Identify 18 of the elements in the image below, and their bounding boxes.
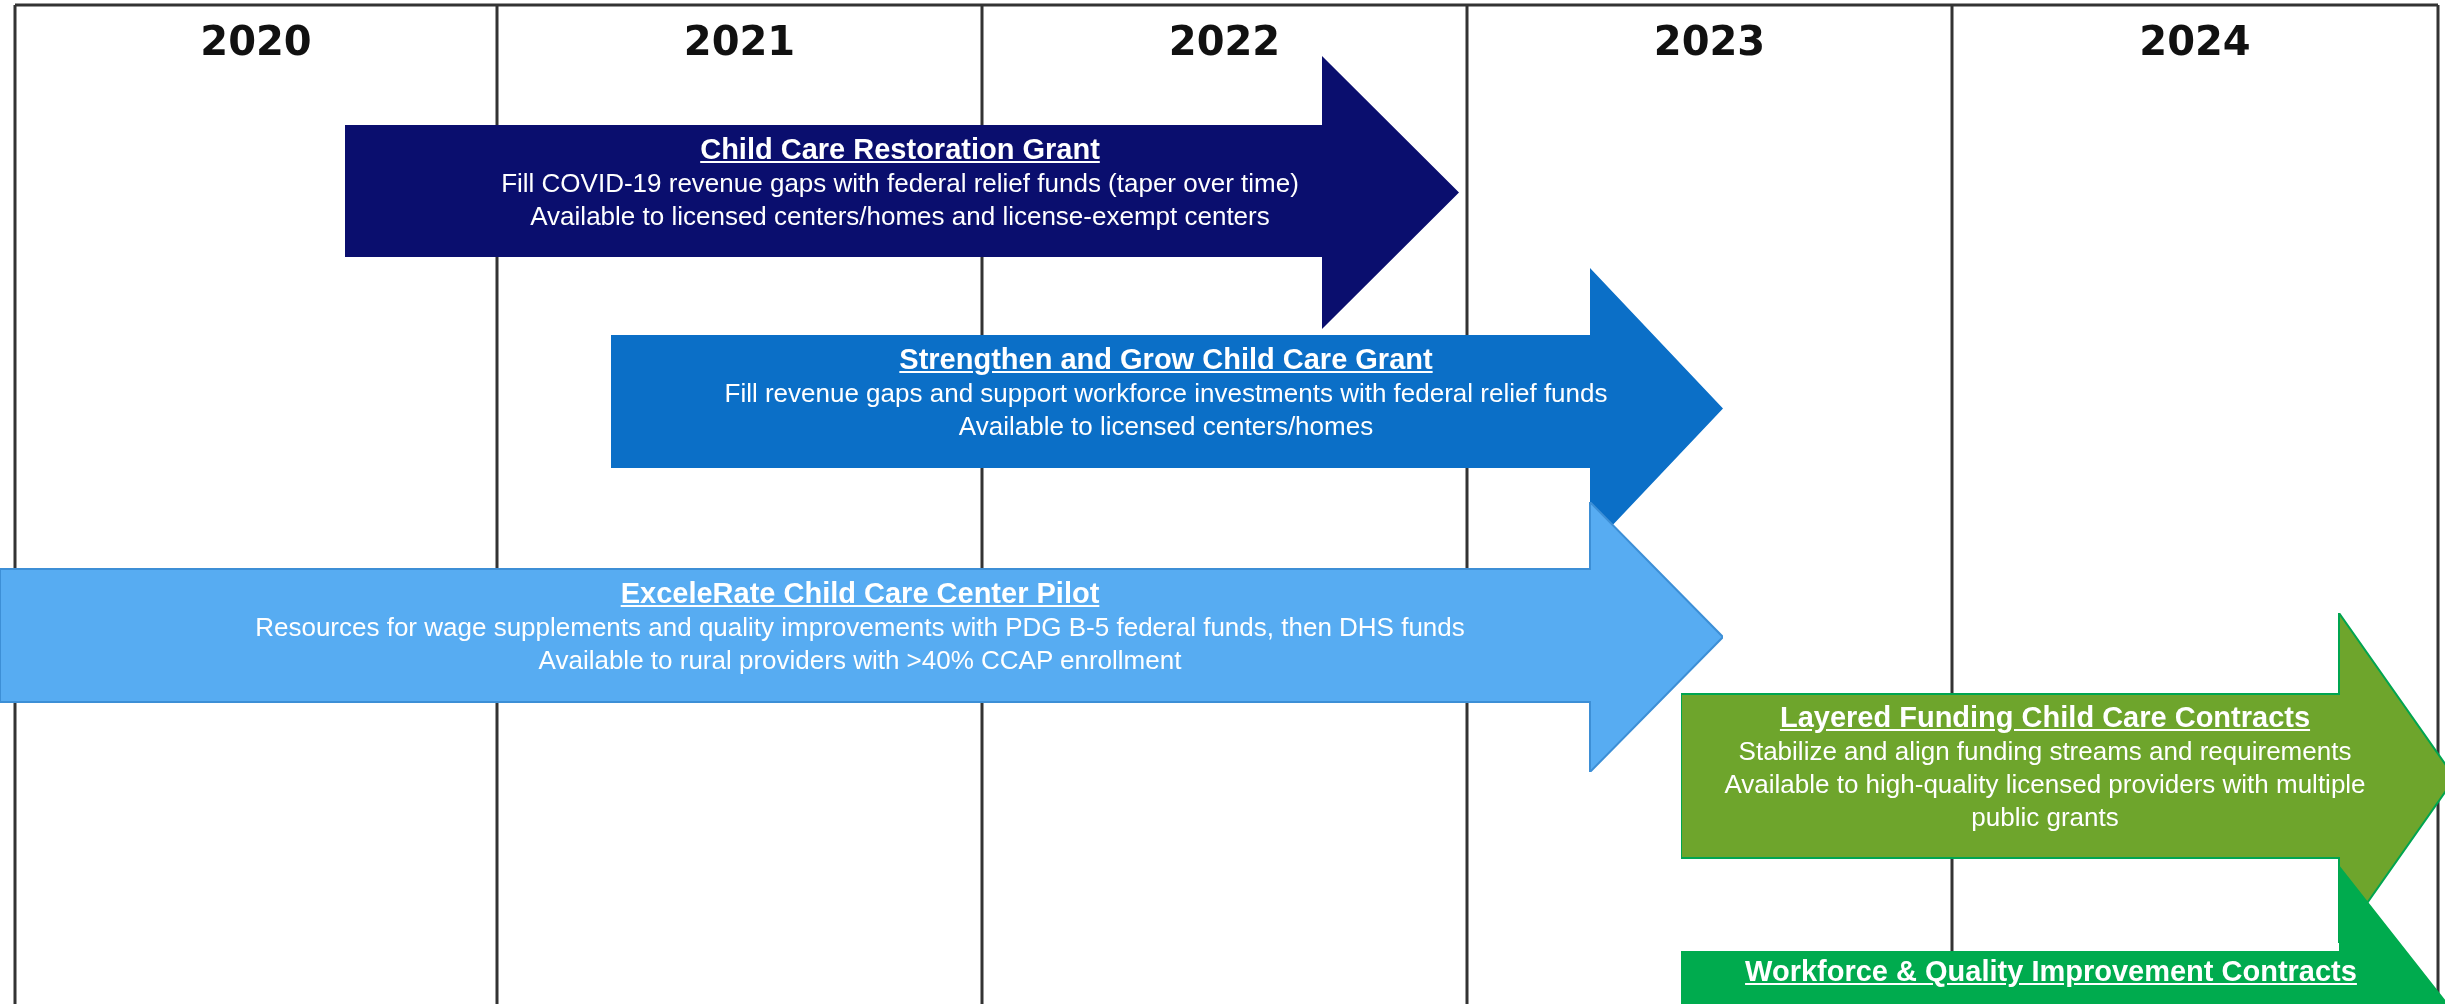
program-title: Strengthen and Grow Child Care Grant [898, 342, 1434, 377]
year-header: 2022 [1167, 18, 1282, 64]
program-description: Available to rural providers with >40% CCAP enrollment [537, 644, 1183, 677]
program-description: Resources for wage supplements and quality improvements with PDG B-5 federal funds, then DHS funds [254, 611, 1466, 644]
program-description: Fill revenue gaps and support workforce investments with federal relief funds [723, 377, 1609, 410]
year-header: 2020 [199, 18, 313, 64]
program-title: Layered Funding Child Care Contracts [1778, 700, 2312, 735]
program-title: Child Care Restoration Grant [699, 132, 1101, 167]
program-description: Available to high-quality licensed providers with multiple public grants [1723, 768, 2367, 834]
program-description: Fill COVID-19 revenue gaps with federal relief funds (taper over time) [500, 167, 1300, 200]
year-header: 2024 [2138, 18, 2252, 64]
program-description: Available to licensed centers/homes [957, 410, 1375, 443]
program-title: Workforce & Quality Improvement Contracts [1744, 954, 2358, 989]
program-title: ExceleRate Child Care Center Pilot [619, 576, 1101, 611]
year-header: 2023 [1652, 18, 1767, 64]
program-description: Stabilize and align funding streams and requirements [1737, 735, 2353, 768]
program-description: Available to licensed centers/homes and license-exempt centers [529, 200, 1271, 233]
year-header: 2021 [682, 18, 797, 64]
